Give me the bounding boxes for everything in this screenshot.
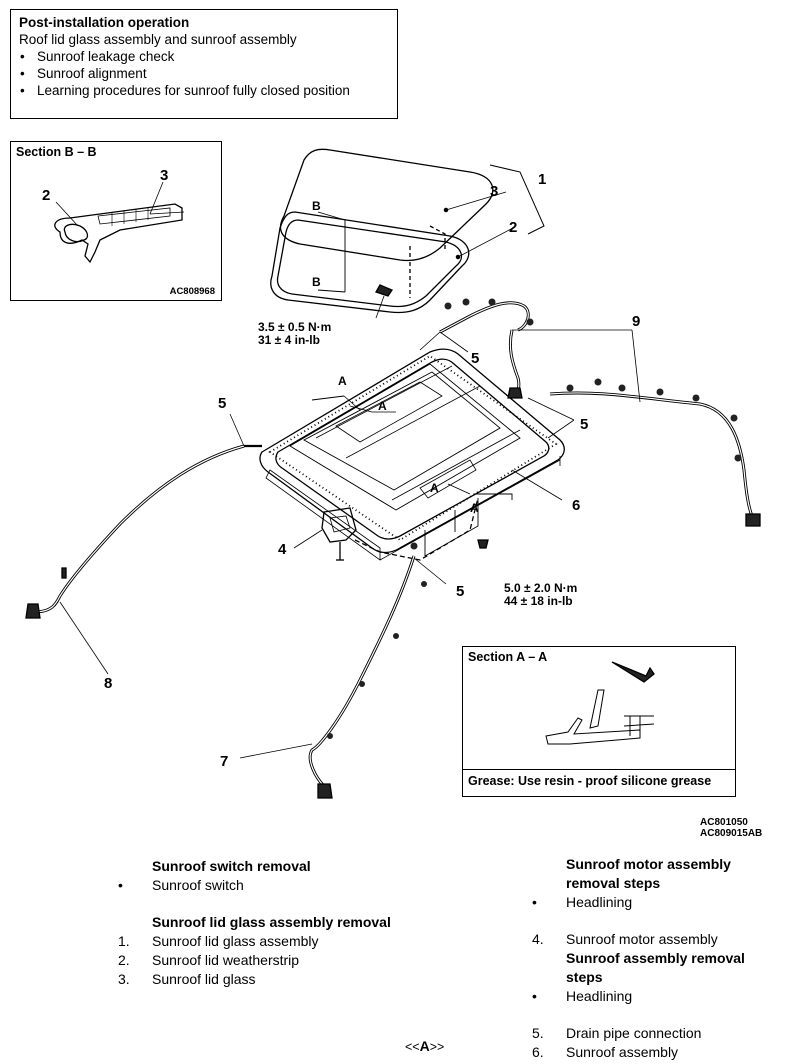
left-procedure-column: Sunroof switch removal • Sunroof switch … xyxy=(118,857,412,989)
callout-6: 6 xyxy=(572,497,580,514)
section-a-marker: A xyxy=(470,501,479,515)
motor-removal-label: Headlining xyxy=(566,894,633,910)
section-bb-callout-3: 3 xyxy=(160,167,168,184)
lid-removal-heading: Sunroof lid glass assembly removal xyxy=(152,914,391,930)
pager-next: >> xyxy=(429,1040,445,1054)
right-procedure-column: Sunroof motor assembly removal steps • H… xyxy=(532,855,776,1062)
section-aa-divider xyxy=(463,769,735,770)
sunroof-motor xyxy=(293,507,357,561)
sunroof-exploded-diagram: 2 3 1 2 3 4 5 5 5 5 6 7 8 9 A A A A B B … xyxy=(25,148,761,799)
callout-1: 1 xyxy=(538,171,546,188)
callout-5-right: 5 xyxy=(580,416,588,433)
post-installation-item: Learning procedures for sunroof fully cl… xyxy=(19,82,389,99)
switch-removal-item: • Sunroof switch xyxy=(118,876,412,895)
figure-codes: AC801050 AC809015AB xyxy=(700,817,762,839)
lid-glass xyxy=(279,148,494,262)
section-aa-drawing xyxy=(545,661,655,745)
callout-4: 4 xyxy=(278,541,287,558)
step-number: 6. xyxy=(532,1044,544,1060)
post-installation-subtitle: Roof lid glass assembly and sunroof asse… xyxy=(19,32,297,47)
callout-8: 8 xyxy=(104,675,112,692)
assembly-removal-label: Headlining xyxy=(566,988,633,1004)
assembly-removal-heading: Sunroof assembly removal steps xyxy=(566,950,745,985)
section-a-marker: A xyxy=(378,399,387,413)
section-a-marker: A xyxy=(430,481,439,495)
step-number: 2. xyxy=(118,952,130,968)
step-label: Sunroof motor assembly xyxy=(566,931,718,947)
bullet: • xyxy=(532,894,537,910)
motor-removal-step: 4. Sunroof motor assembly xyxy=(532,930,776,949)
step-number: 1. xyxy=(118,933,130,949)
section-aa-title: Section A – A xyxy=(468,650,548,664)
callout-5-front: 5 xyxy=(471,350,479,367)
page-nav-link[interactable]: <<A>> xyxy=(405,1038,444,1054)
bullet: • xyxy=(118,877,123,893)
post-installation-title: Post-installation operation xyxy=(19,15,190,30)
assembly-removal-step: 6. Sunroof assembly xyxy=(532,1043,776,1062)
post-installation-list: Sunroof leakage check Sunroof alignment … xyxy=(19,48,389,99)
bullet: • xyxy=(532,988,537,1004)
step-number: 3. xyxy=(118,971,130,987)
callout-7: 7 xyxy=(220,753,228,770)
section-bb-callout-2: 2 xyxy=(42,187,50,204)
switch-removal-heading: Sunroof switch removal xyxy=(152,858,311,874)
section-b-marker: B xyxy=(312,199,321,213)
section-b-marker: B xyxy=(312,275,321,289)
lid-removal-step: 2. Sunroof lid weatherstrip xyxy=(118,951,412,970)
assembly-removal-item: • Headlining xyxy=(532,987,776,1006)
section-bb-drawing xyxy=(54,181,185,264)
torque-lid-inlb: 31 ± 4 in-lb xyxy=(258,333,320,347)
section-bb-code: AC808968 xyxy=(169,286,215,297)
step-label: Drain pipe connection xyxy=(566,1025,702,1041)
figure-code: AC809015AB xyxy=(700,828,763,839)
pager-prev: << xyxy=(405,1040,420,1054)
step-label: Sunroof lid glass assembly xyxy=(152,933,319,949)
grease-note: Grease: Use resin - proof silicone greas… xyxy=(468,774,712,788)
step-label: Sunroof assembly xyxy=(566,1044,679,1060)
callout-3: 3 xyxy=(490,183,498,200)
section-bb-title: Section B – B xyxy=(16,145,97,159)
sunroof-frame xyxy=(259,348,565,561)
lid-removal-step: 1. Sunroof lid glass assembly xyxy=(118,932,412,951)
lid-removal-step: 3. Sunroof lid glass xyxy=(118,970,412,989)
callout-9: 9 xyxy=(632,313,640,330)
motor-removal-heading: Sunroof motor assembly removal steps xyxy=(566,856,731,891)
section-bb-box: Section B – B AC808968 xyxy=(10,141,222,301)
post-installation-item: Sunroof alignment xyxy=(19,65,389,82)
step-number: 4. xyxy=(532,931,544,947)
lid-weatherstrip xyxy=(270,211,470,314)
step-label: Sunroof lid weatherstrip xyxy=(152,952,300,968)
callout-2: 2 xyxy=(509,219,517,236)
torque-lid-nm: 3.5 ± 0.5 N·m xyxy=(258,320,331,334)
switch-removal-label: Sunroof switch xyxy=(152,877,244,893)
motor-removal-item: • Headlining xyxy=(532,893,776,912)
section-a-marker: A xyxy=(338,374,347,388)
torque-frame-inlb: 44 ± 18 in-lb xyxy=(504,594,573,608)
step-number: 5. xyxy=(532,1025,544,1041)
pager-label: A xyxy=(419,1038,430,1054)
callout-5-left: 5 xyxy=(218,395,226,412)
post-installation-box: Post-installation operation Roof lid gla… xyxy=(10,9,398,119)
torque-frame-nm: 5.0 ± 2.0 N·m xyxy=(504,581,577,595)
assembly-removal-step: 5. Drain pipe connection xyxy=(532,1024,776,1043)
callout-5-rear: 5 xyxy=(456,583,464,600)
step-label: Sunroof lid glass xyxy=(152,971,256,987)
figure-code: AC801050 xyxy=(700,817,748,828)
post-installation-item: Sunroof leakage check xyxy=(19,48,389,65)
